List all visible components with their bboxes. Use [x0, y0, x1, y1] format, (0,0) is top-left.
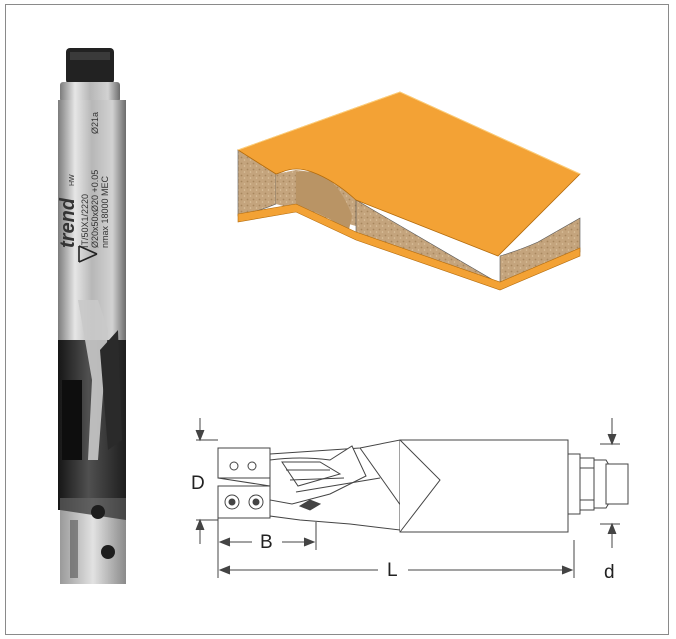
code-engraving: IT/50X1/2220: [80, 194, 90, 248]
dimension-label-B: B: [260, 532, 273, 553]
screw-bottom: [101, 545, 115, 559]
workpiece-illustration: [237, 91, 581, 291]
cutter-head-bottom: [217, 485, 271, 519]
collet-ring: [60, 82, 120, 102]
shank-engraving: trend HW IT/50X1/2220 Ø20x50xØ20 +0.05 n…: [57, 112, 110, 248]
brand-suffix: HW: [69, 174, 76, 186]
screw-top: [91, 505, 105, 519]
technical-drawing: [195, 418, 629, 578]
rpm-engraving: nmax 18000 MEC: [100, 175, 110, 248]
brand-mark: trend: [57, 197, 79, 248]
blade-edge: [78, 300, 108, 460]
cutter-head-top: [217, 447, 271, 479]
dimension-label-d: d: [604, 562, 615, 583]
direction-arrow-mark: [78, 245, 98, 263]
router-bit-photo: trend HW IT/50X1/2220 Ø20x50xØ20 +0.05 n…: [57, 48, 126, 584]
spec-engraving: Ø20x50xØ20 +0.05: [90, 170, 100, 248]
dimension-label-D: D: [191, 473, 205, 494]
top-laminate: [237, 91, 581, 257]
bottom-laminate: [237, 203, 581, 291]
dimension-label-L: L: [387, 560, 398, 581]
size-engraving: Ø21a: [90, 112, 100, 134]
